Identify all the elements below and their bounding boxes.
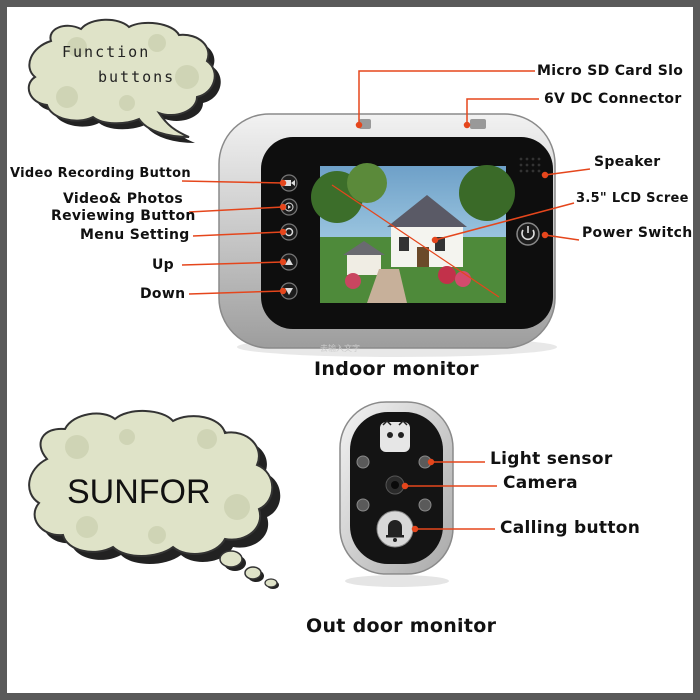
label-micro-sd-card-slot: Micro SD Card Slo [537, 63, 684, 79]
lcd-house-scene [311, 163, 515, 303]
function-bubble-line2: buttons [98, 68, 176, 86]
label-light-sensor: Light sensor [490, 449, 613, 469]
function-bubble [27, 18, 221, 143]
function-bubble-line1: Function [62, 43, 151, 61]
indoor-monitor-title: Indoor monitor [314, 358, 479, 380]
label-camera: Camera [503, 473, 578, 493]
label-reviewing-button: Reviewing Button [51, 208, 196, 224]
indoor-monitor [218, 113, 557, 357]
label-video-recording-button: Video Recording Button [10, 166, 191, 181]
label-lcd-screen: 3.5" LCD Scree [576, 191, 689, 206]
label-menu-setting: Menu Setting [80, 227, 190, 243]
leader-lines [181, 70, 591, 533]
label-power-switch: Power Switch [582, 225, 693, 241]
label-calling-button: Calling button [500, 518, 641, 538]
label-speaker: Speaker [594, 154, 661, 170]
outdoor-monitor-title: Out door monitor [306, 615, 497, 637]
brand-name: SUNFOR [67, 473, 211, 511]
diagram-canvas: Function buttons SUNFOR Video Recording … [7, 7, 693, 693]
diagram-graphics [27, 18, 591, 589]
outdoor-camera [339, 401, 454, 587]
label-up: Up [152, 257, 174, 273]
brand-bubble [28, 409, 281, 589]
label-down: Down [140, 286, 186, 302]
screen-watermark: 去输入文字 [320, 344, 360, 353]
label-dc-connector: 6V DC Connector [544, 91, 682, 107]
label-video-photos: Video& Photos [63, 191, 183, 207]
